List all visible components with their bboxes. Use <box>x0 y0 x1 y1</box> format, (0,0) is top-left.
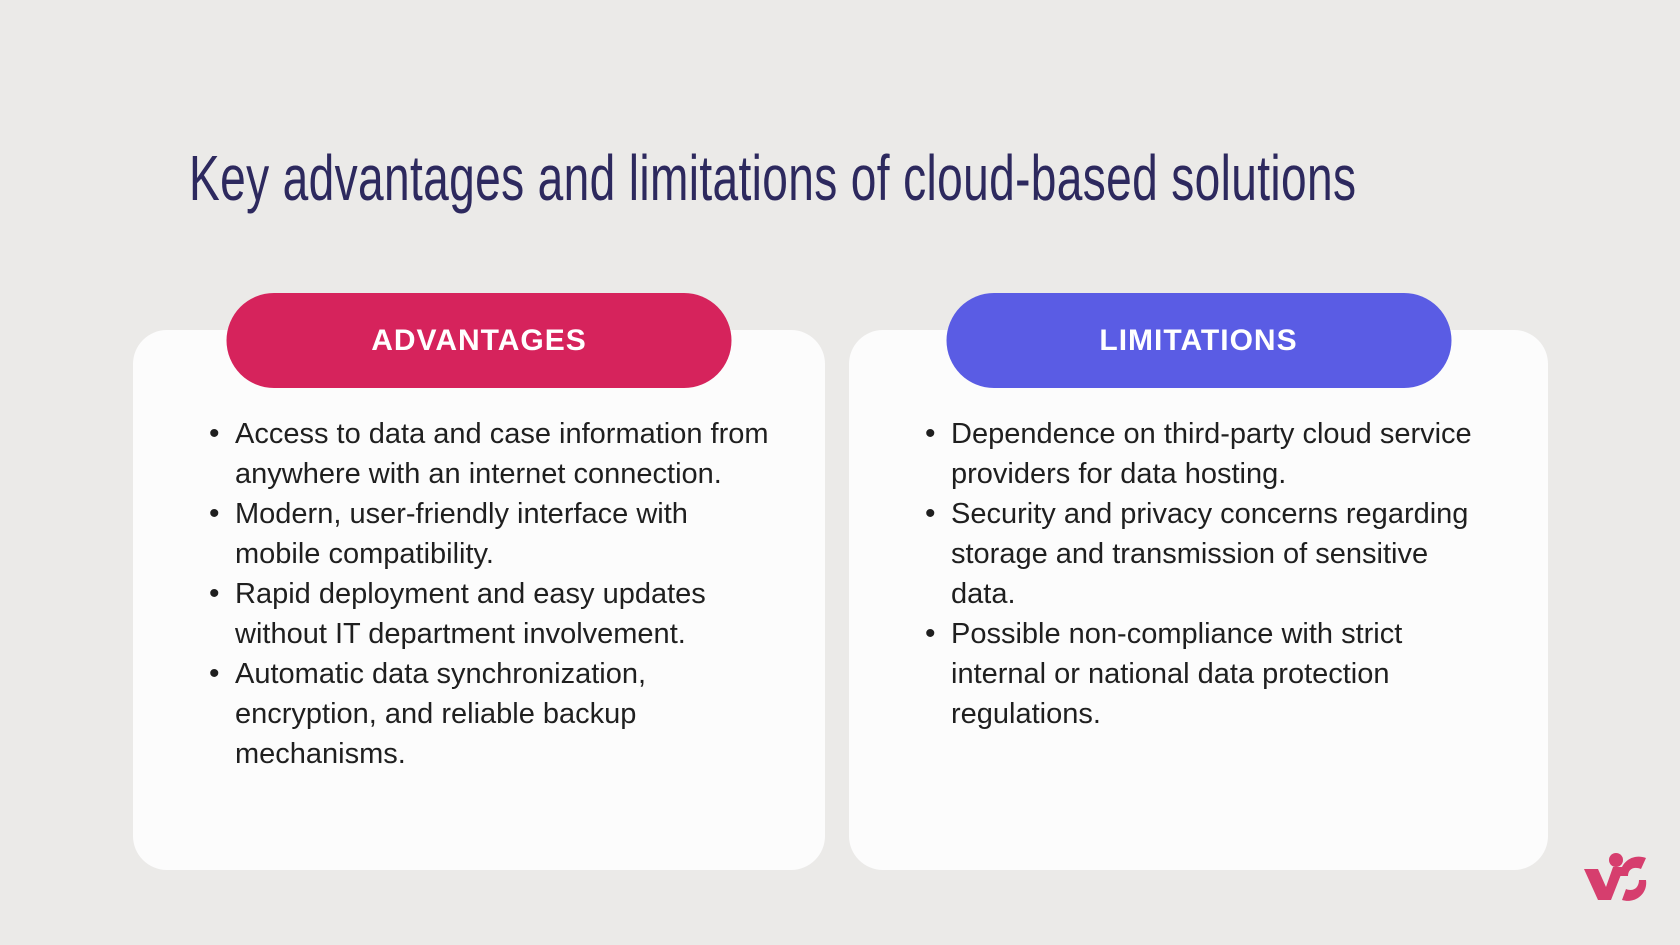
brand-logo <box>1583 851 1653 909</box>
list-item: Rapid deployment and easy updates withou… <box>209 574 780 654</box>
vs-logo-icon <box>1584 853 1647 901</box>
limitations-pill-label: LIMITATIONS <box>1099 323 1298 357</box>
advantages-pill: ADVANTAGES <box>226 293 732 388</box>
list-item: Dependence on third-party cloud service … <box>925 414 1496 494</box>
limitations-pill: LIMITATIONS <box>946 293 1451 388</box>
list-item: Possible non-compliance with strict inte… <box>925 614 1496 734</box>
list-item: Automatic data synchronization, encrypti… <box>209 654 780 774</box>
list-item: Modern, user-friendly interface with mob… <box>209 494 780 574</box>
page-title: Key advantages and limitations of cloud-… <box>189 142 1357 214</box>
list-item: Access to data and case information from… <box>209 414 780 494</box>
advantages-card: ADVANTAGES Access to data and case infor… <box>133 293 825 870</box>
advantages-pill-label: ADVANTAGES <box>371 323 587 357</box>
limitations-card: LIMITATIONS Dependence on third-party cl… <box>849 293 1548 870</box>
list-item: Security and privacy concerns regarding … <box>925 494 1496 614</box>
advantages-list: Access to data and case information from… <box>209 414 780 774</box>
limitations-list: Dependence on third-party cloud service … <box>925 414 1496 734</box>
